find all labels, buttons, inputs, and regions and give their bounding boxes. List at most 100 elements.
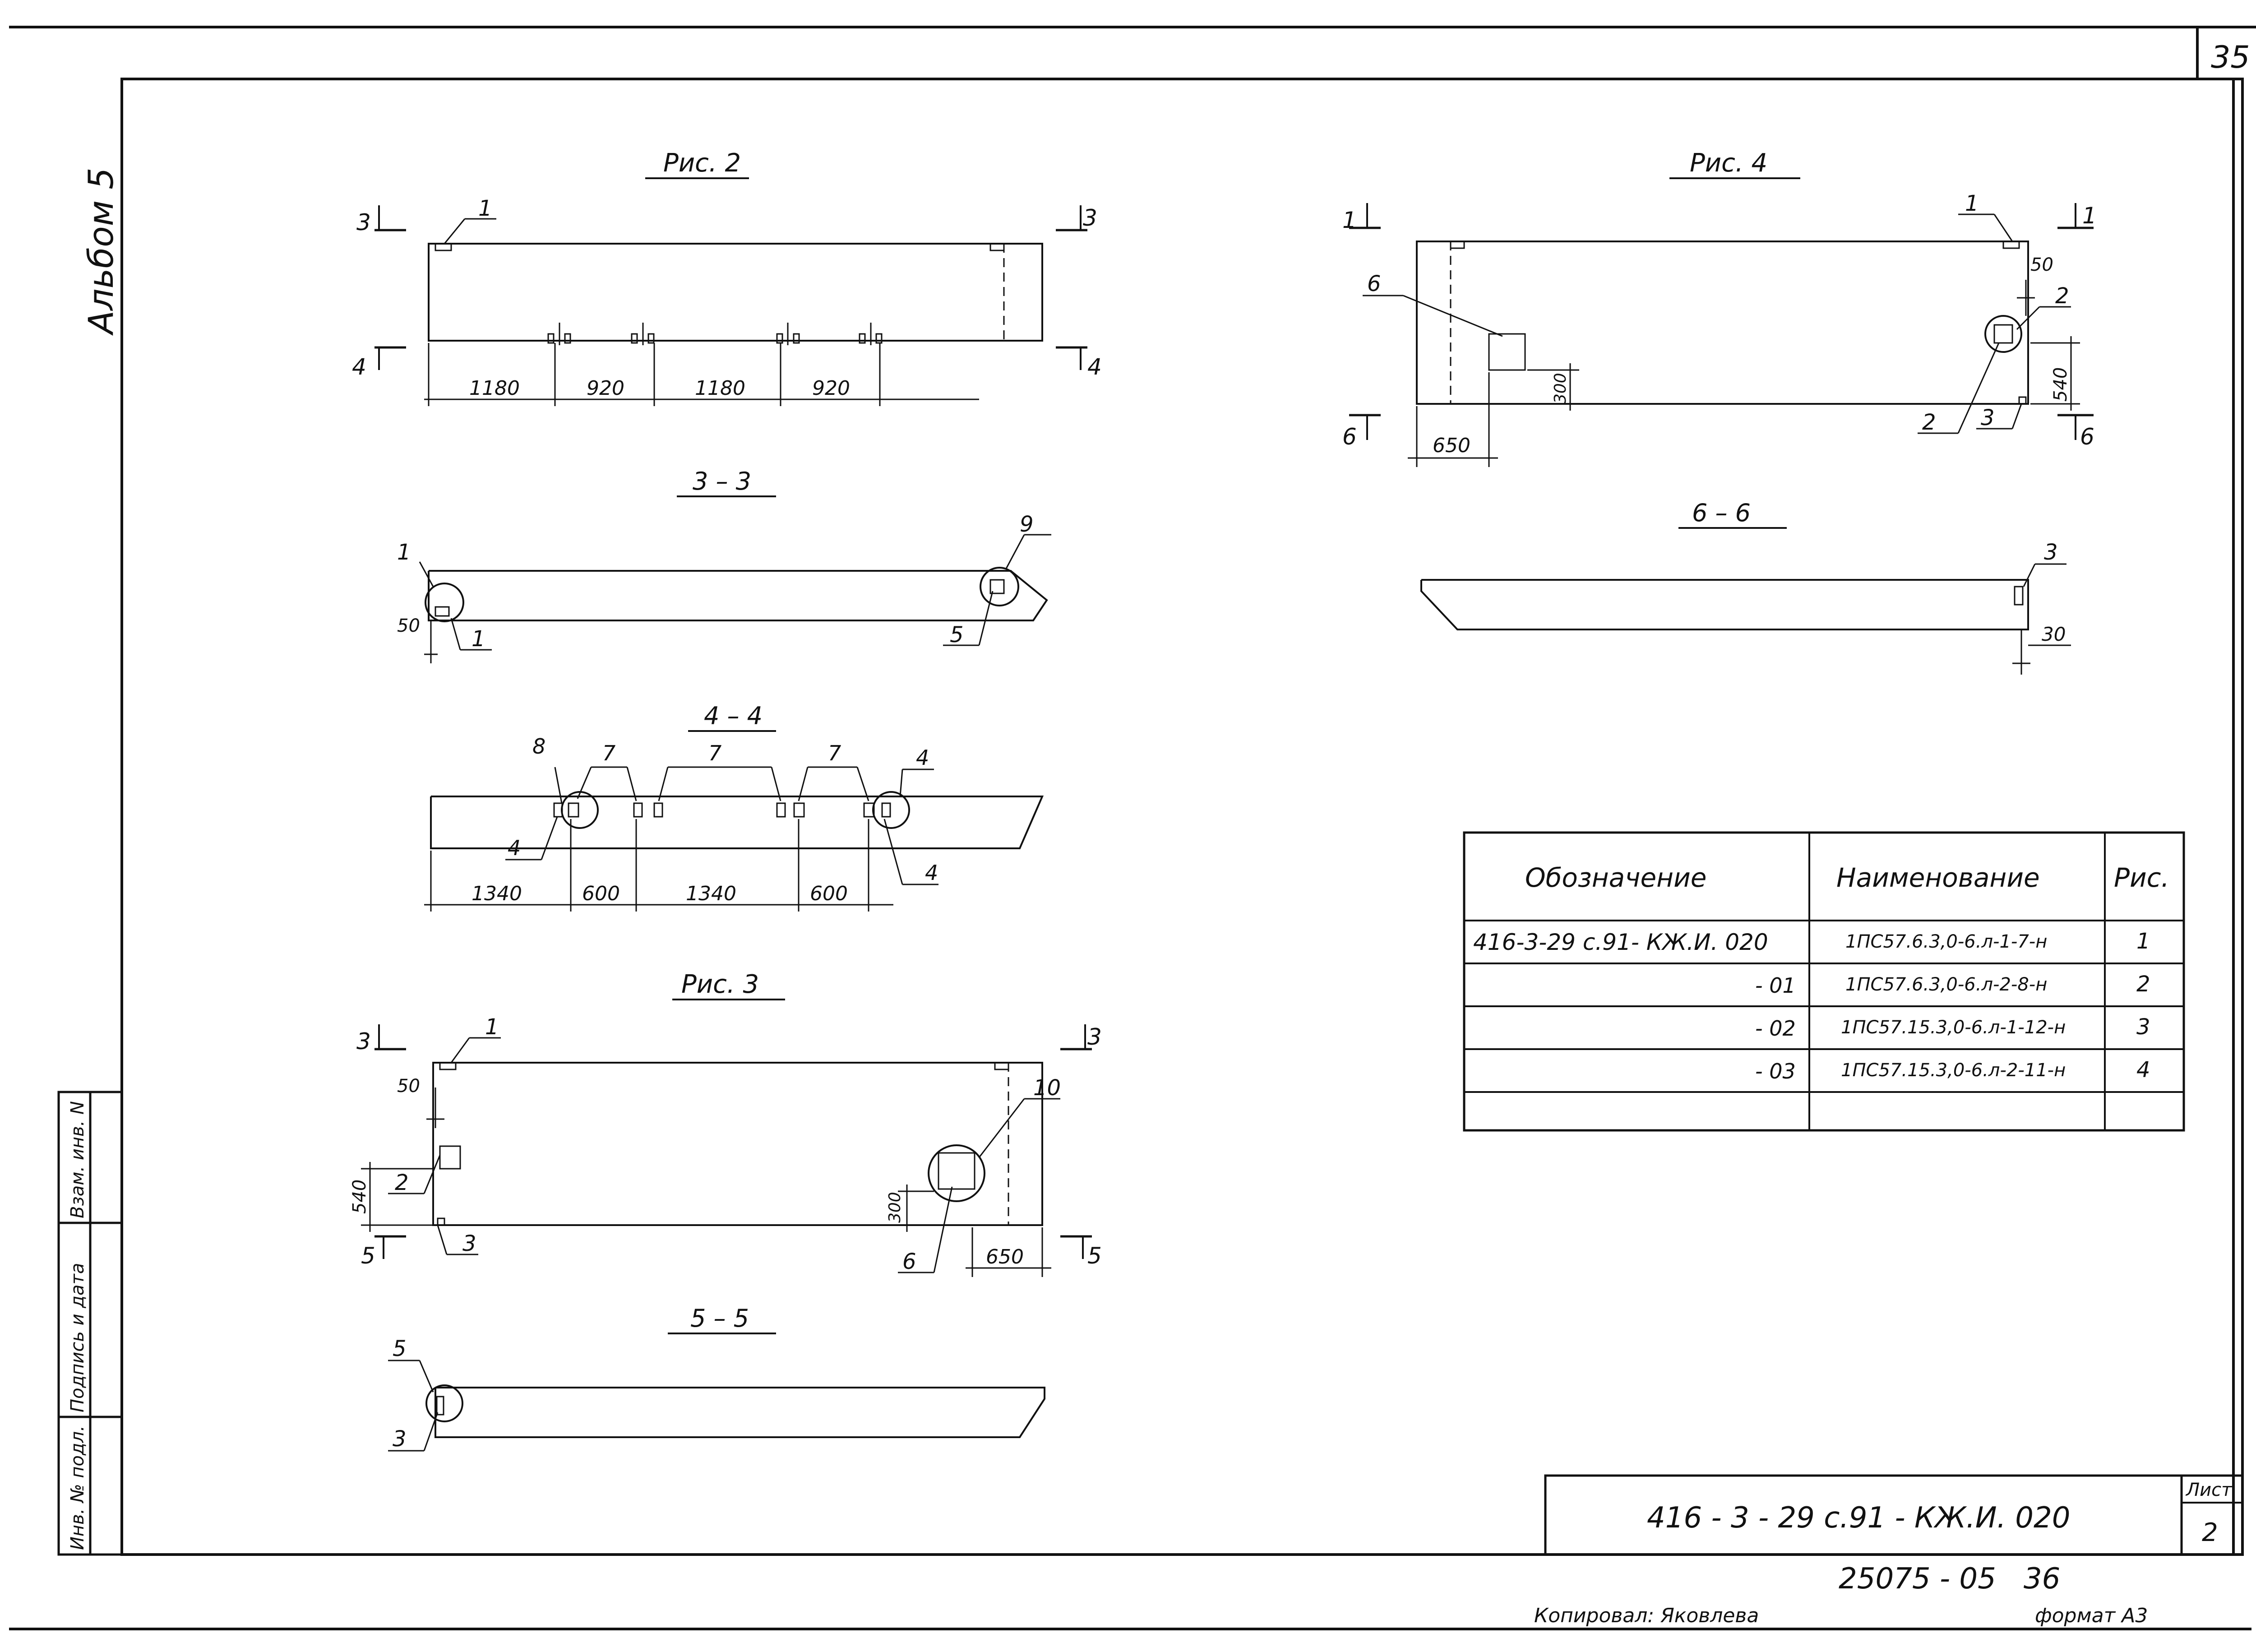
fig3-panel — [432, 1062, 1043, 1226]
sec44-title: 4 – 4 — [704, 702, 763, 730]
fig4-dim-650: 650 — [1433, 434, 1470, 457]
fig3-dim-540: 540 — [349, 1180, 370, 1214]
sec66-dim-30: 30 — [2042, 623, 2066, 645]
fig3: Рис. 3 1 2 3 10 6 3 — [349, 970, 1102, 1277]
sec33-profile — [428, 570, 1048, 621]
fig2-panel — [428, 243, 1043, 342]
stamp-inv-no: Инв. № подл. — [67, 1425, 88, 1550]
section-5-5: 5 – 5 5 3 — [388, 1304, 1045, 1452]
fig4-sec-left: 1 — [1342, 207, 1357, 233]
section-6-6: 6 – 6 3 30 — [1420, 499, 2071, 675]
fig4-l1: 1 — [1965, 191, 1979, 216]
sec33-l1-top: 1 — [397, 540, 411, 565]
spec-row-0-fig: 1 — [2136, 929, 2150, 954]
fig2-sec-right: 3 — [1083, 205, 1097, 231]
fig4-panel — [1416, 241, 2029, 405]
fig4-l6: 6 — [1367, 271, 1381, 296]
fig3-l1: 1 — [485, 1014, 499, 1040]
title-block-sheet-label: Лист — [2185, 1480, 2233, 1500]
sec33-l9: 9 — [1020, 512, 1034, 537]
spec-row-1-fig: 2 — [2136, 972, 2150, 997]
fig4-l3: 3 — [1981, 405, 1995, 430]
fig4-dim-50: 50 — [2030, 255, 2053, 275]
sec44-l4b: 4 — [508, 836, 521, 860]
sheet-corner-number: 35 — [2211, 40, 2250, 75]
spec-header-designation: Обозначение — [1525, 862, 1706, 893]
fig4-dim-540: 540 — [2050, 367, 2071, 402]
sec44-l7b: 7 — [708, 741, 721, 765]
spec-row-2-code: - 02 — [1755, 1016, 1796, 1041]
spec-row-3-name: 1ПС57.15.3,0-6.л-2-11-н — [1841, 1060, 2066, 1081]
fig4-l2b: 2 — [1922, 410, 1936, 435]
fig4: Рис. 4 1 6 2 2 3 1 — [1342, 148, 2097, 467]
fig3-title: Рис. 3 — [681, 970, 759, 999]
sec55-title: 5 – 5 — [690, 1304, 749, 1333]
side-stamp: Инв. № подл. Подпись и дата Взам. инв. N — [57, 1091, 123, 1556]
sec33-dim-50: 50 — [397, 615, 420, 636]
spec-header-name: Наименование — [1836, 862, 2040, 893]
sec55-l5: 5 — [393, 1336, 407, 1361]
sec55-profile — [435, 1387, 1045, 1438]
spec-row-0-name: 1ПС57.6.3,0-6.л-1-7-н — [1845, 931, 2047, 952]
sec55-l3: 3 — [393, 1426, 407, 1452]
fig2-sec-br: 4 — [1087, 354, 1102, 380]
title-block: 416 - 3 - 29 с.91 - КЖ.И. 020 Лист 2 — [1544, 1474, 2244, 1556]
sec33-title: 3 – 3 — [693, 467, 751, 495]
fig2-title: Рис. 2 — [663, 148, 741, 178]
spec-row-1-name: 1ПС57.6.3,0-6.л-2-8-н — [1845, 974, 2047, 995]
stamp-replace-inv: Взам. инв. N — [67, 1101, 88, 1218]
fig4-sec-bl: 6 — [1342, 424, 1357, 450]
title-block-sheet-no: 2 — [2202, 1518, 2218, 1547]
fig3-sec-right: 3 — [1087, 1024, 1102, 1050]
fig3-sec-br: 5 — [1087, 1243, 1102, 1269]
sec66-l3: 3 — [2044, 540, 2058, 565]
sheet-frame — [9, 26, 2256, 1630]
format-label: формат А3 — [2035, 1604, 2148, 1627]
spec-row-2-name: 1ПС57.15.3,0-6.л-1-12-н — [1841, 1017, 2066, 1038]
fig3-l2: 2 — [395, 1170, 409, 1195]
sec66-profile — [1420, 579, 2029, 630]
section-3-3: 3 – 3 1 1 9 5 50 — [397, 467, 1051, 663]
sec44-dim-2: 600 — [582, 882, 620, 905]
fig2: Рис. 2 1 3 3 4 4 — [352, 148, 1102, 406]
fig2-dim-4: 920 — [812, 377, 850, 400]
spec-table: Обозначение Наименование Рис. 416-3-29 с… — [1463, 831, 2185, 1132]
sec44-dim-3: 1340 — [686, 882, 736, 905]
fig3-dim-50: 50 — [397, 1076, 420, 1097]
fig4-l2a: 2 — [2055, 283, 2069, 309]
fig4-title: Рис. 4 — [1690, 148, 1767, 178]
fig3-l10: 10 — [1033, 1075, 1061, 1101]
title-block-code: 416 - 3 - 29 с.91 - КЖ.И. 020 — [1647, 1501, 2070, 1535]
fig2-dim-3: 1180 — [695, 377, 745, 400]
spec-row-3-code: - 03 — [1755, 1059, 1796, 1083]
sec33-l1-bottom: 1 — [472, 626, 485, 652]
sec44-l7c: 7 — [828, 741, 841, 765]
sec33-l5: 5 — [950, 622, 964, 648]
fig2-sec-left: 3 — [356, 209, 371, 236]
stamp-signature-date: Подпись и дата — [67, 1263, 88, 1412]
fig2-sec-bl: 4 — [352, 354, 366, 380]
fig3-l3: 3 — [462, 1231, 476, 1256]
sec66-title: 6 – 6 — [1692, 499, 1751, 527]
fig3-sec-bl: 5 — [361, 1243, 375, 1269]
fig3-l6: 6 — [902, 1249, 916, 1274]
fig2-dim-1: 1180 — [469, 377, 520, 400]
spec-row-3-fig: 4 — [2136, 1057, 2150, 1083]
sec44-dim-1: 1340 — [472, 882, 522, 905]
spec-row-0-code: 416-3-29 с.91- КЖ.И. 020 — [1473, 929, 1768, 955]
sec44-l8: 8 — [532, 734, 546, 759]
fig3-dim-300: 300 — [886, 1192, 904, 1223]
sec44-dim-4: 600 — [810, 882, 848, 905]
sec44-profile — [430, 796, 1044, 849]
spec-row-2-fig: 3 — [2136, 1014, 2150, 1040]
sec44-l7a: 7 — [602, 741, 615, 765]
copied-by: Копировал: Яковлева — [1534, 1604, 1759, 1627]
fig3-dim-650: 650 — [986, 1245, 1024, 1268]
fig4-sec-right: 1 — [2082, 203, 2097, 229]
fig4-dim-300: 300 — [1551, 373, 1570, 404]
fig3-sec-left: 3 — [356, 1028, 371, 1055]
sec44-l4c: 4 — [925, 861, 938, 885]
spec-header-fig: Рис. — [2114, 862, 2169, 893]
album-label: Альбом 5 — [81, 167, 121, 336]
